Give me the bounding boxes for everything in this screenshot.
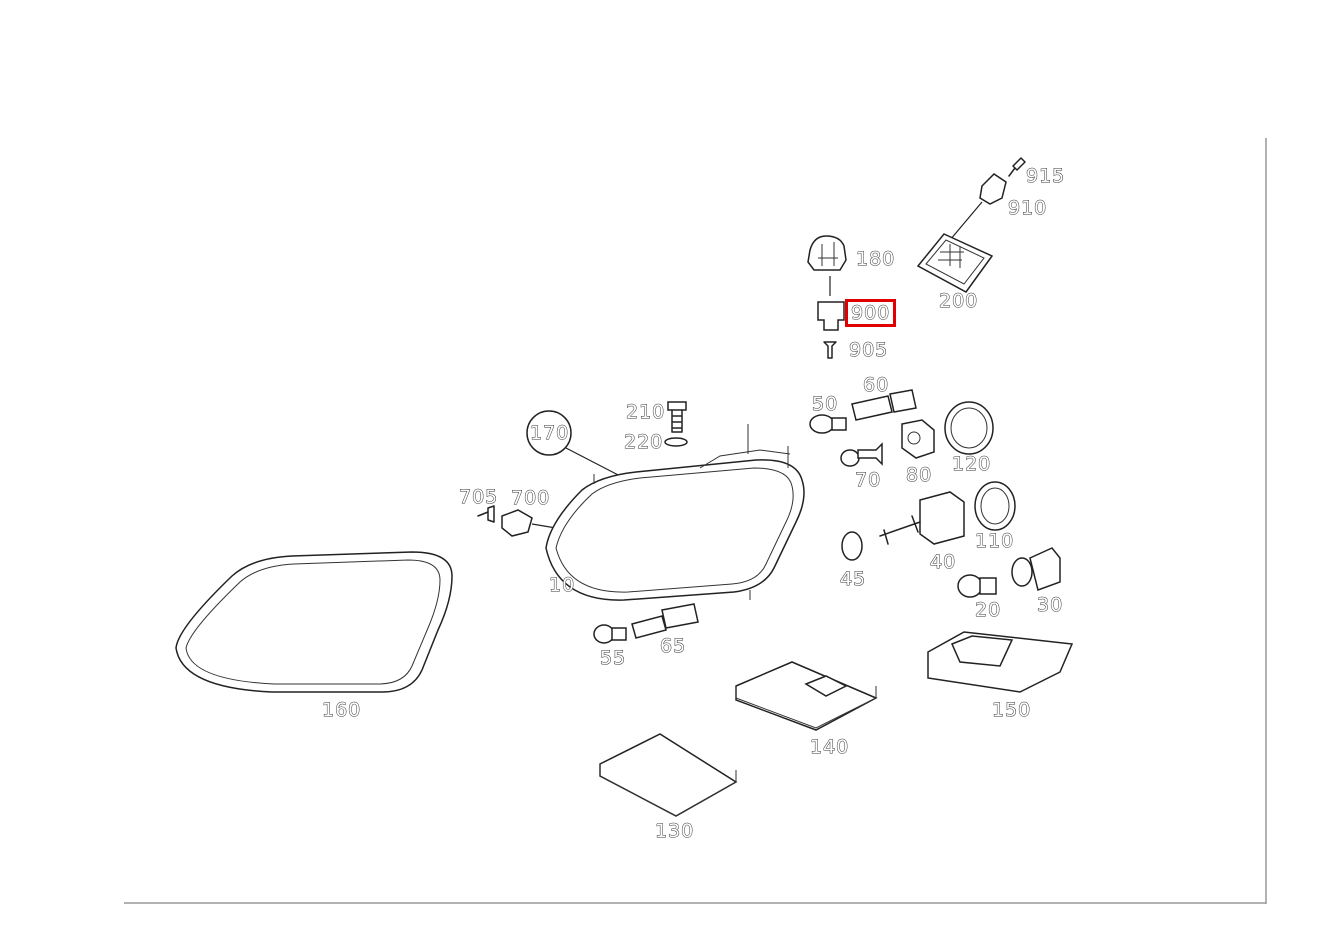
part-50-bulb[interactable] [809, 414, 847, 434]
callout-150[interactable]: 150 [991, 699, 1032, 721]
callout-10[interactable]: 10 [548, 574, 576, 596]
callout-160[interactable]: 160 [321, 699, 362, 721]
callout-40[interactable]: 40 [929, 551, 957, 573]
part-120-seal-ring[interactable] [944, 401, 994, 455]
callout-55[interactable]: 55 [599, 647, 627, 669]
callout-170[interactable]: 170 [529, 422, 570, 444]
callout-915[interactable]: 915 [1025, 165, 1066, 187]
callout-circle-170 [526, 410, 625, 479]
callout-60[interactable]: 60 [862, 374, 890, 396]
part-220-washer[interactable] [664, 437, 688, 447]
part-160-gasket[interactable] [175, 551, 453, 693]
callout-210[interactable]: 210 [625, 401, 666, 423]
callout-65[interactable]: 65 [659, 635, 687, 657]
part-150-ballast[interactable] [927, 631, 1074, 693]
part-110-cover[interactable] [974, 481, 1016, 531]
part-80-socket[interactable] [901, 419, 935, 459]
callout-30[interactable]: 30 [1036, 594, 1064, 616]
part-10-headlamp[interactable] [545, 424, 805, 601]
callout-700[interactable]: 700 [510, 487, 551, 509]
callout-220[interactable]: 220 [623, 431, 664, 453]
part-910-connector[interactable] [949, 173, 1007, 241]
callout-910[interactable]: 910 [1007, 197, 1048, 219]
callout-130[interactable]: 130 [654, 820, 695, 842]
part-70-bulb[interactable] [840, 442, 883, 467]
callout-70[interactable]: 70 [854, 469, 882, 491]
callout-50[interactable]: 50 [811, 393, 839, 415]
part-60-socket[interactable] [851, 389, 917, 421]
part-915-screw[interactable] [1008, 157, 1026, 177]
part-900-connector[interactable] [817, 301, 845, 331]
callout-20[interactable]: 20 [974, 599, 1002, 621]
callout-140[interactable]: 140 [809, 736, 850, 758]
part-55-bulb[interactable] [593, 624, 627, 644]
part-45-ignitor-ring[interactable] [841, 531, 863, 561]
callout-905[interactable]: 905 [848, 339, 889, 361]
part-40-xenon-bulb[interactable] [879, 491, 965, 545]
part-130-control-unit[interactable] [599, 733, 738, 817]
callout-900-highlighted[interactable]: 900 [844, 299, 897, 327]
callout-80[interactable]: 80 [905, 464, 933, 486]
part-200-control-unit[interactable] [916, 233, 994, 293]
part-180-holder[interactable] [807, 235, 847, 296]
part-65-socket[interactable] [631, 603, 699, 639]
part-140-control-unit[interactable] [735, 661, 878, 731]
part-210-screw[interactable] [667, 401, 687, 433]
callout-180[interactable]: 180 [855, 248, 896, 270]
part-705-pin[interactable] [477, 505, 495, 523]
part-20-bulb[interactable] [957, 574, 997, 598]
callout-110[interactable]: 110 [974, 530, 1015, 552]
part-30-socket[interactable] [1011, 547, 1061, 591]
callout-200[interactable]: 200 [938, 290, 979, 312]
part-905-pin[interactable] [823, 341, 837, 359]
callout-120[interactable]: 120 [951, 453, 992, 475]
callout-45[interactable]: 45 [839, 568, 867, 590]
callout-705[interactable]: 705 [458, 486, 499, 508]
part-700-connector[interactable] [501, 509, 557, 537]
